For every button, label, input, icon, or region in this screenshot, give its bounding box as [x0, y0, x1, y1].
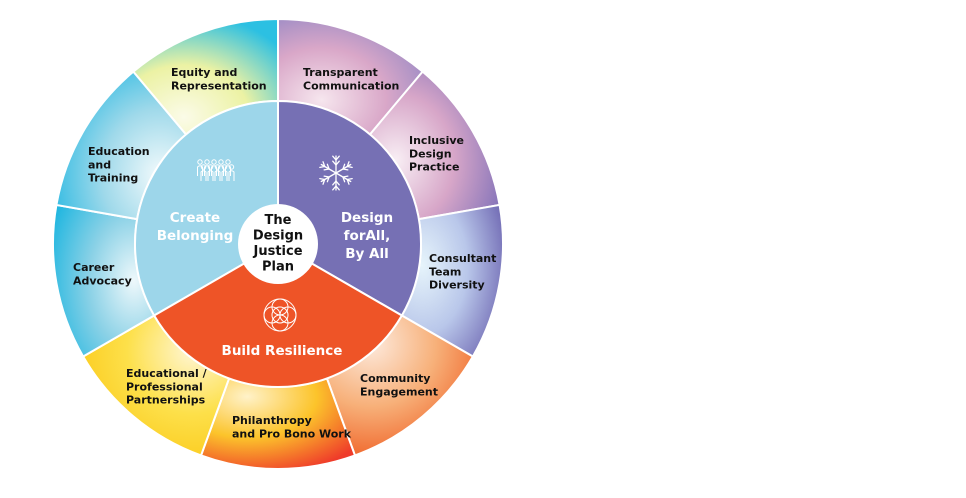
pillar-label-belonging-line: Create — [170, 210, 220, 226]
segment-label-4-line: and Pro Bono Work — [232, 427, 352, 440]
segment-label-7-line: Education — [88, 145, 150, 158]
pillar-label-resilience-line: Build Resilience — [222, 343, 343, 359]
snowflake-icon — [319, 155, 353, 191]
pillar-label-design: Design forAll, By All — [341, 210, 393, 262]
segment-label-3-line: Engagement — [360, 385, 438, 398]
pillar-label-belonging-line: Belonging — [157, 228, 234, 244]
segment-label-6-line: Career — [73, 261, 115, 274]
segment-label-5-line: Professional — [126, 380, 203, 393]
segment-label-5-line: Educational / — [126, 367, 208, 380]
segment-label-1-line: Practice — [409, 161, 459, 174]
center-title-line: Design — [253, 229, 303, 244]
segment-label-8-line: Representation — [171, 79, 267, 92]
segment-label-1-line: Design — [409, 147, 452, 160]
segment-label-0-line: Communication — [303, 79, 399, 92]
center-title-line: The — [265, 213, 292, 228]
segment-label-4-line: Philanthropy — [232, 414, 312, 427]
segment-label-2-line: Team — [429, 265, 461, 278]
pillar-icons — [197, 155, 353, 332]
pillar-label-design-line: By All — [345, 246, 389, 262]
segment-label-8-line: Equity and — [171, 66, 237, 79]
segment-label-1-line: Inclusive — [409, 134, 464, 147]
interlocking-circles-icon — [263, 298, 297, 332]
center-circle — [238, 204, 318, 284]
segment-label-5-line: Partnerships — [126, 394, 206, 407]
pillar-label-design-line: Design — [341, 210, 393, 226]
center-title-line: Justice — [252, 244, 302, 259]
pillar-label-resilience: Build Resilience — [222, 343, 343, 359]
segment-label-2-line: Diversity — [429, 279, 485, 292]
segment-label-3-line: Community — [360, 372, 430, 385]
segment-label-2-line: Consultant — [429, 252, 496, 265]
segment-label-7-line: and — [88, 158, 111, 171]
center-title-line: Plan — [262, 260, 294, 275]
segment-label-6-line: Advocacy — [73, 274, 132, 287]
segment-label-0-line: Transparent — [303, 66, 378, 79]
center-hub — [238, 204, 318, 284]
pillar-label-design-line: forAll, — [344, 228, 391, 244]
people-group-icon — [197, 159, 235, 181]
segment-label-7-line: Training — [88, 172, 138, 185]
